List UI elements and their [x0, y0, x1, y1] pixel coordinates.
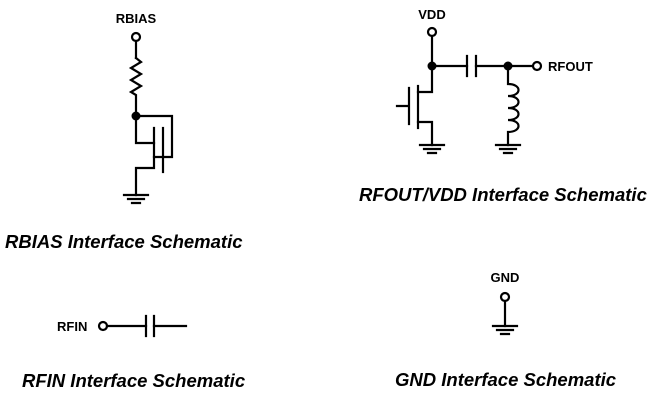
rfout-ground-icon [494, 143, 522, 155]
rfout-pin-label: RFOUT [548, 59, 593, 74]
output-transistor-drain [416, 64, 434, 94]
rbias-transistor-drain [134, 114, 156, 145]
rfin-caption: RFIN Interface Schematic [22, 370, 246, 391]
rbias-resistor [128, 56, 144, 118]
rfin-pin-label: RFIN [57, 319, 87, 334]
rfin-pin-terminal [97, 320, 109, 332]
rfout-vdd-caption: RFOUT/VDD Interface Schematic [359, 184, 648, 205]
gnd-pin-terminal [499, 291, 511, 303]
rbias-schematic: RBIAS RBIAS Interface Schematic [5, 11, 243, 252]
output-transistor-source [416, 120, 434, 147]
rfout-pin-terminal [531, 60, 543, 72]
output-transistor-gate [395, 86, 411, 126]
rbias-ground-icon [122, 193, 150, 205]
rbias-pin-terminal [130, 31, 142, 43]
vdd-pin-terminal [426, 26, 438, 38]
rbias-pin-label: RBIAS [116, 11, 157, 26]
rfout-vdd-schematic: VDD RFOUT RFOUT/VDD Interface Schematic [359, 7, 648, 205]
vdd-pin-label: VDD [418, 7, 445, 22]
output-coupling-capacitor [465, 54, 478, 78]
gnd-caption: GND Interface Schematic [395, 369, 617, 390]
rbias-transistor-source [134, 141, 156, 197]
rbias-caption: RBIAS Interface Schematic [5, 231, 243, 252]
output-choke-inductor [506, 64, 520, 147]
gnd-pin-label: GND [491, 270, 520, 285]
vdd-ground-icon [418, 143, 446, 155]
gnd-schematic: GND GND Interface Schematic [395, 270, 617, 390]
rfin-coupling-capacitor [144, 314, 156, 338]
rfin-schematic: RFIN RFIN Interface Schematic [22, 314, 246, 391]
gnd-ground-icon [491, 324, 519, 336]
